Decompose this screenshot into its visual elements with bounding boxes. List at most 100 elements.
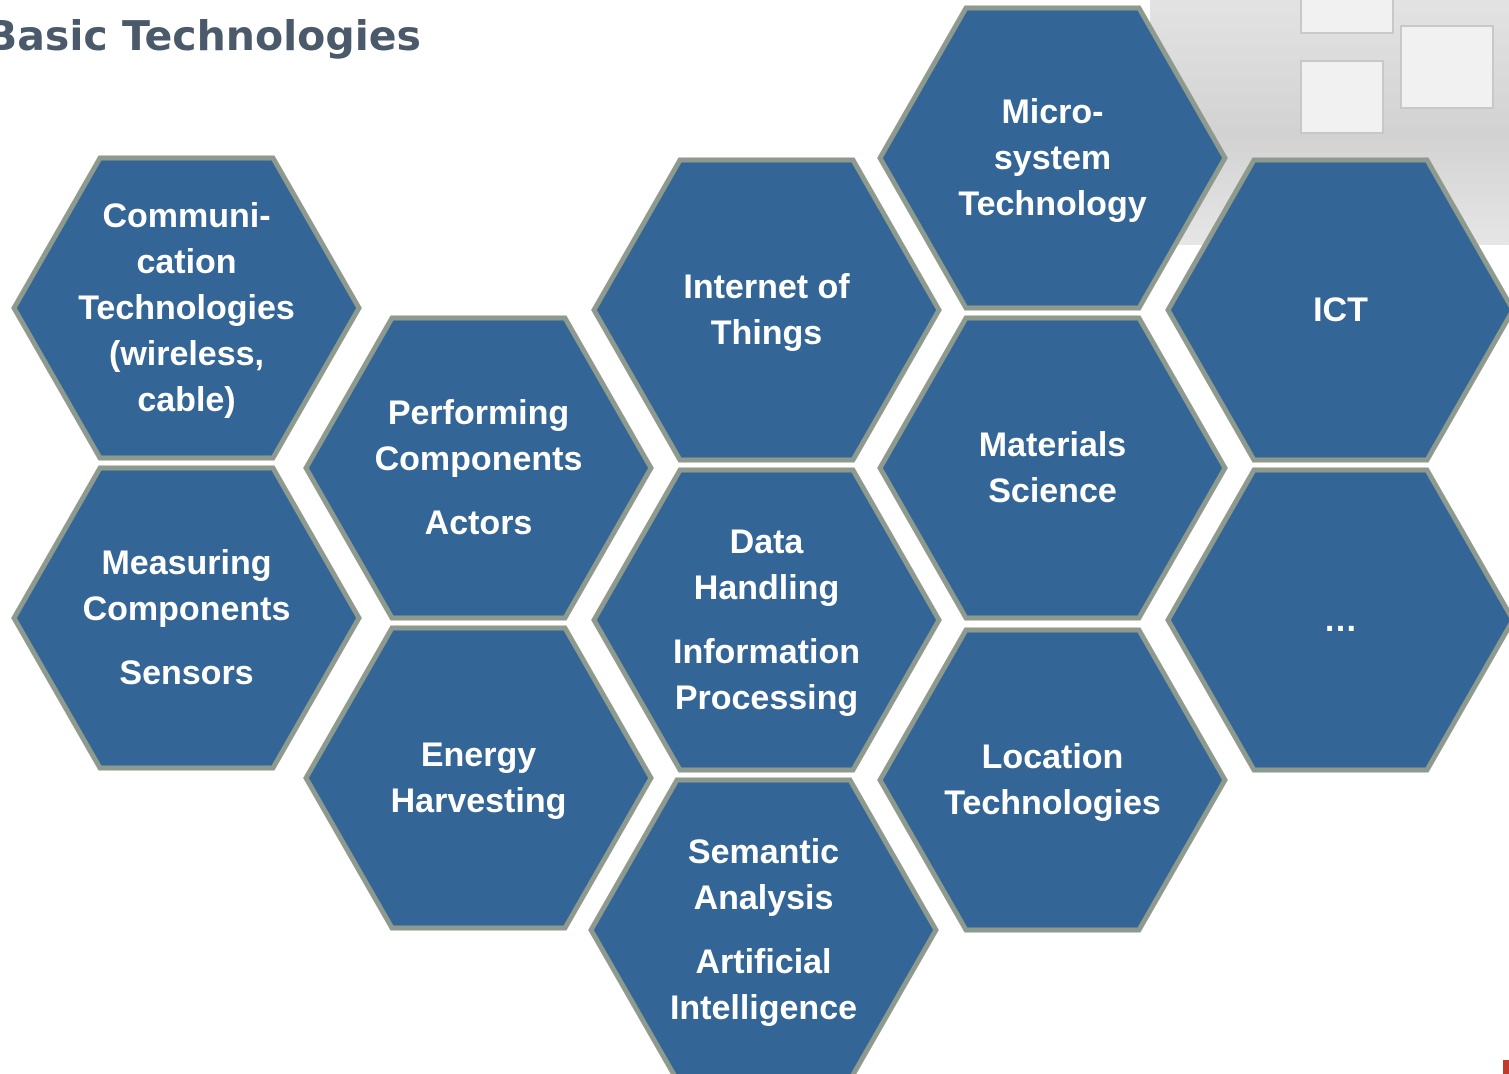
hexagon-shape <box>1165 157 1509 463</box>
hexagon-iot: Internet of Things <box>591 157 942 463</box>
hexagon-label-line: Data <box>729 523 804 561</box>
hexagon-shape <box>588 777 939 1074</box>
hexagon-label-line: Communi- <box>102 197 271 235</box>
hexagon-label-line: Sensors <box>119 654 254 692</box>
hexagon-shape <box>1165 467 1509 773</box>
hexagon-shape <box>303 625 654 931</box>
background-photo-pane <box>1400 25 1494 109</box>
hexagon-label-line: (wireless, <box>109 335 264 373</box>
hexagon-label-group: Internet of Things <box>683 264 849 356</box>
hexagon-label: ICT <box>1208 160 1473 460</box>
hexagon-outline <box>11 465 362 771</box>
hexagon-shape <box>303 315 654 621</box>
page-title: Basic Technologies <box>0 12 421 60</box>
hexagon-label-line: Actors <box>424 504 533 542</box>
hexagon-outline <box>1165 157 1509 463</box>
hexagon-outline <box>591 157 942 463</box>
hexagon-label-line: Analysis <box>693 879 834 917</box>
hexagon-label-line: Intelligence <box>669 989 858 1027</box>
hexagon-outline <box>303 315 654 621</box>
hexagon-label-line: Harvesting <box>390 782 567 820</box>
hexagon-outline <box>877 315 1228 621</box>
hexagon-shape <box>591 467 942 773</box>
hexagon-label-group: … <box>1324 597 1358 643</box>
hexagon-label-line: Materials <box>978 426 1127 464</box>
hexagon-label-line: system <box>993 139 1112 177</box>
hexagon-label-line: cable) <box>137 381 236 419</box>
hexagon-label-group: Sensors <box>119 650 253 696</box>
hexagon-outline <box>877 627 1228 933</box>
hexagon-label-line: Handling <box>693 569 840 607</box>
hexagon-label-line: Components <box>374 440 583 478</box>
hexagon-label-line: Measuring <box>101 544 272 582</box>
background-photo-pane <box>1300 60 1384 134</box>
hexagon-label-line: Technology <box>958 185 1147 223</box>
hexagon-label-line: Science <box>988 472 1117 510</box>
hexagon-label-line: Energy <box>420 736 537 774</box>
hexagon-label-line: Information <box>673 633 860 671</box>
hexagon-outline <box>11 155 362 461</box>
hexagon-label-line: Components <box>82 590 291 628</box>
hexagon-shape <box>877 5 1228 311</box>
hexagon-label-line: cation <box>136 243 237 281</box>
hexagon-label-line: Semantic <box>687 833 840 871</box>
hexagon-outline <box>591 467 942 773</box>
hexagon-label-line: Location <box>981 738 1124 776</box>
hexagon-shape <box>877 627 1228 933</box>
hexagon-shape <box>11 465 362 771</box>
hexagon-label-group: ICT <box>1313 287 1368 333</box>
corner-mark <box>1503 1060 1509 1074</box>
hexagon-outline <box>877 5 1228 311</box>
hexagon-ict: ICT <box>1165 157 1509 463</box>
hexagon-outline <box>303 625 654 931</box>
hexagon-label-line: Technologies <box>78 289 295 327</box>
hexagon-shape <box>877 315 1228 621</box>
hexagon-label-line: … <box>1323 601 1358 639</box>
hexagon-label-group: Actors <box>425 500 533 546</box>
hexagon-label-line: Performing <box>387 394 570 432</box>
hexagon-label-line: Artificial <box>695 943 832 981</box>
hexagon-label: … <box>1208 470 1473 770</box>
hexagon-shape <box>11 155 362 461</box>
background-photo-pane <box>1300 0 1394 34</box>
hexagon-label: Internet of Things <box>634 160 899 460</box>
hexagon-label-line: Internet of <box>683 268 850 306</box>
hexagon-outline <box>1165 467 1509 773</box>
background-photo <box>1150 0 1509 245</box>
hexagon-outline <box>588 777 939 1074</box>
hexagon-label-line: Things <box>710 314 823 352</box>
hexagon-label-line: Micro- <box>1001 93 1104 131</box>
hexagon-more: … <box>1165 467 1509 773</box>
hexagon-label-line: Technologies <box>944 784 1161 822</box>
